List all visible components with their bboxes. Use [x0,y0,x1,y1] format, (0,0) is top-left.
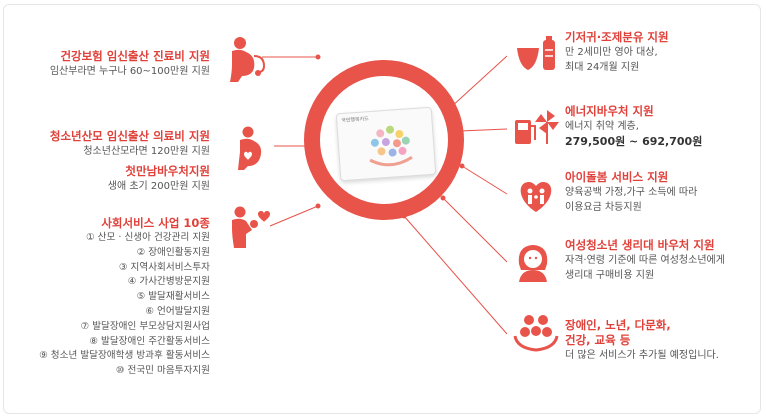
first-meeting-voucher: 첫만남바우처지원 생애 초기 200만원 지원 [108,164,210,194]
sanitary-pad-line: 자격·연령 기준에 따른 여성청소년에게 [565,255,725,266]
energy-voucher-line: 에너지 취약 계층, [565,121,639,132]
diaper-formula-line: 만 2세미만 영아 대상, [565,47,658,58]
connector-line [269,205,319,227]
list-item: ⑨ 청소년 발달장애학생 방과후 활동서비스 [39,350,210,362]
social-services-block: 사회서비스 사업 10종 ① 산모 · 신생아 건강관리 지원 ② 장애인활동지… [39,216,210,379]
ring [304,60,464,220]
social-services-list: ① 산모 · 신생아 건강관리 지원 ② 장애인활동지원 ③ 지역사회서비스투자… [39,231,210,379]
connector-line [449,55,508,109]
pregnant-woman-heart-icon [238,126,262,170]
pregnant-woman-stethoscope-icon [230,37,266,82]
list-item: ⑩ 전국민 마음투자지원 [115,365,210,377]
connector-line [459,128,508,132]
more-services: 장애인, 노년, 다문화, 건강, 교육 등 더 많은 서비스가 추가될 예정입… [565,318,719,363]
list-item: ⑥ 언어발달지원 [145,305,210,317]
sanitary-pad-title: 여성청소년 생리대 바우처 지원 [565,238,715,252]
sanitary-pad-voucher-support: 여성청소년 생리대 바우처 지원 자격·연령 기준에 따른 여성청소년에게 생리… [565,238,725,283]
fuel-pinwheel-icon [515,110,559,144]
childcare-service-title: 아이돌봄 서비스 지원 [565,170,669,184]
list-item: ⑦ 발달장애인 부모상담지원사업 [80,320,210,332]
diaper-formula-line: 최대 24개월 지원 [565,62,640,73]
health-insurance-title: 건강보험 임신출산 진료비 지원 [60,49,210,63]
content-frame [3,4,761,414]
connector-line [442,197,508,263]
mother-child-heart-icon [232,206,270,248]
list-item: ⑤ 발달재활서비스 [136,291,210,303]
teen-mother-support: 청소년산모 임신출산 의료비 지원 청소년산모라면 120만원 지원 [50,129,210,159]
first-meeting-desc: 생애 초기 200만원 지원 [107,181,210,192]
connector-line [461,165,508,195]
first-meeting-title: 첫만남바우처지원 [125,164,210,178]
list-item: ⑧ 발달장애인 주간활동서비스 [89,335,210,347]
family-care-icon [520,182,552,212]
social-services-title: 사회서비스 사업 10종 [101,216,210,230]
more-services-title: 장애인, 노년, 다문화, [565,318,671,332]
connector-dot [440,195,446,201]
energy-voucher-support: 에너지바우처 지원 에너지 취약 계층, 279,500원 ~ 692,700원 [565,104,702,150]
connector-dot [459,163,465,169]
diaper-formula-support: 기저귀·조제분유 지원 만 2세미만 영아 대상, 최대 24개월 지원 [565,30,669,75]
list-item: ② 장애인활동지원 [136,246,210,258]
childcare-service-line: 양육공백 가정,가구 소득에 따라 [565,187,698,198]
list-item: ④ 가사간병방문지원 [127,276,210,288]
childcare-service-line: 이용요금 차등지원 [565,202,642,213]
diaper-formula-title: 기저귀·조제분유 지원 [565,30,669,44]
health-insurance-desc: 임산부라면 누구나 60~100만원 지원 [49,66,210,77]
more-services-title-2: 건강, 교육 등 [565,333,631,347]
childcare-service-support: 아이돌봄 서비스 지원 양육공백 가정,가구 소득에 따라 이용요금 차등지원 [565,170,697,215]
girl-icon [518,245,548,282]
services-hands-icon [513,315,559,352]
card-graphic-icon [369,125,413,167]
health-insurance-support: 건강보험 임신출산 진료비 지원 임산부라면 누구나 60~100만원 지원 [50,49,210,79]
connector-dot [315,203,321,209]
teen-mother-desc: 청소년산모라면 120만원 지원 [83,146,210,157]
connector-line [403,215,508,335]
national-happiness-card: 국민행복카드 [335,106,437,182]
list-item: ① 산모 · 신생아 건강관리 지원 [86,232,210,243]
more-services-line: 더 많은 서비스가 추가될 예정입니다. [565,350,719,361]
teen-mother-title: 청소년산모 임신출산 의료비 지원 [49,129,210,143]
list-item: ③ 지역사회서비스투자 [118,261,210,273]
energy-voucher-amount: 279,500원 ~ 692,700원 [565,135,703,148]
energy-voucher-title: 에너지바우처 지원 [565,104,654,118]
sanitary-pad-line: 생리대 구매비용 지원 [565,270,655,281]
diaper-bottle-icon [517,36,555,70]
connector-dot [315,54,321,60]
